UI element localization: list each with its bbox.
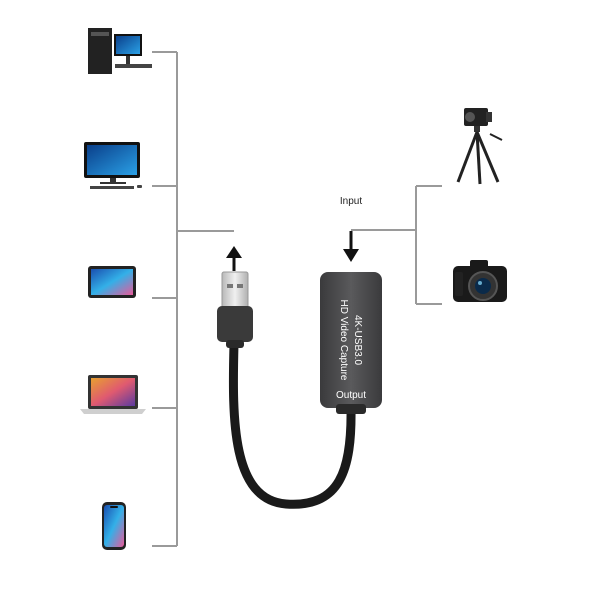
- input-label: Input: [340, 196, 362, 207]
- video-camera-tripod-icon: [456, 108, 503, 185]
- model-text: 4K-USB3.0: [352, 315, 363, 365]
- monitor-icon: [84, 142, 142, 189]
- usb-cable: [228, 339, 356, 509]
- laptop-icon: [80, 375, 146, 414]
- desktop-computer-icon: [88, 28, 152, 74]
- arrow-down-icon: [343, 231, 359, 262]
- tablet-icon: [88, 266, 136, 298]
- right-connector-lines: [351, 185, 442, 305]
- camera-icon: [453, 260, 507, 302]
- description-text: HD Video Capture: [338, 300, 349, 381]
- arrow-up-icon: [226, 246, 242, 271]
- output-label: Output: [336, 390, 366, 401]
- smartphone-icon: [102, 502, 126, 550]
- left-connector-lines: [152, 51, 234, 547]
- capture-card: Input Output 4K-USB3.0 HD Video Capture: [320, 196, 382, 414]
- usb-plug: [217, 271, 253, 348]
